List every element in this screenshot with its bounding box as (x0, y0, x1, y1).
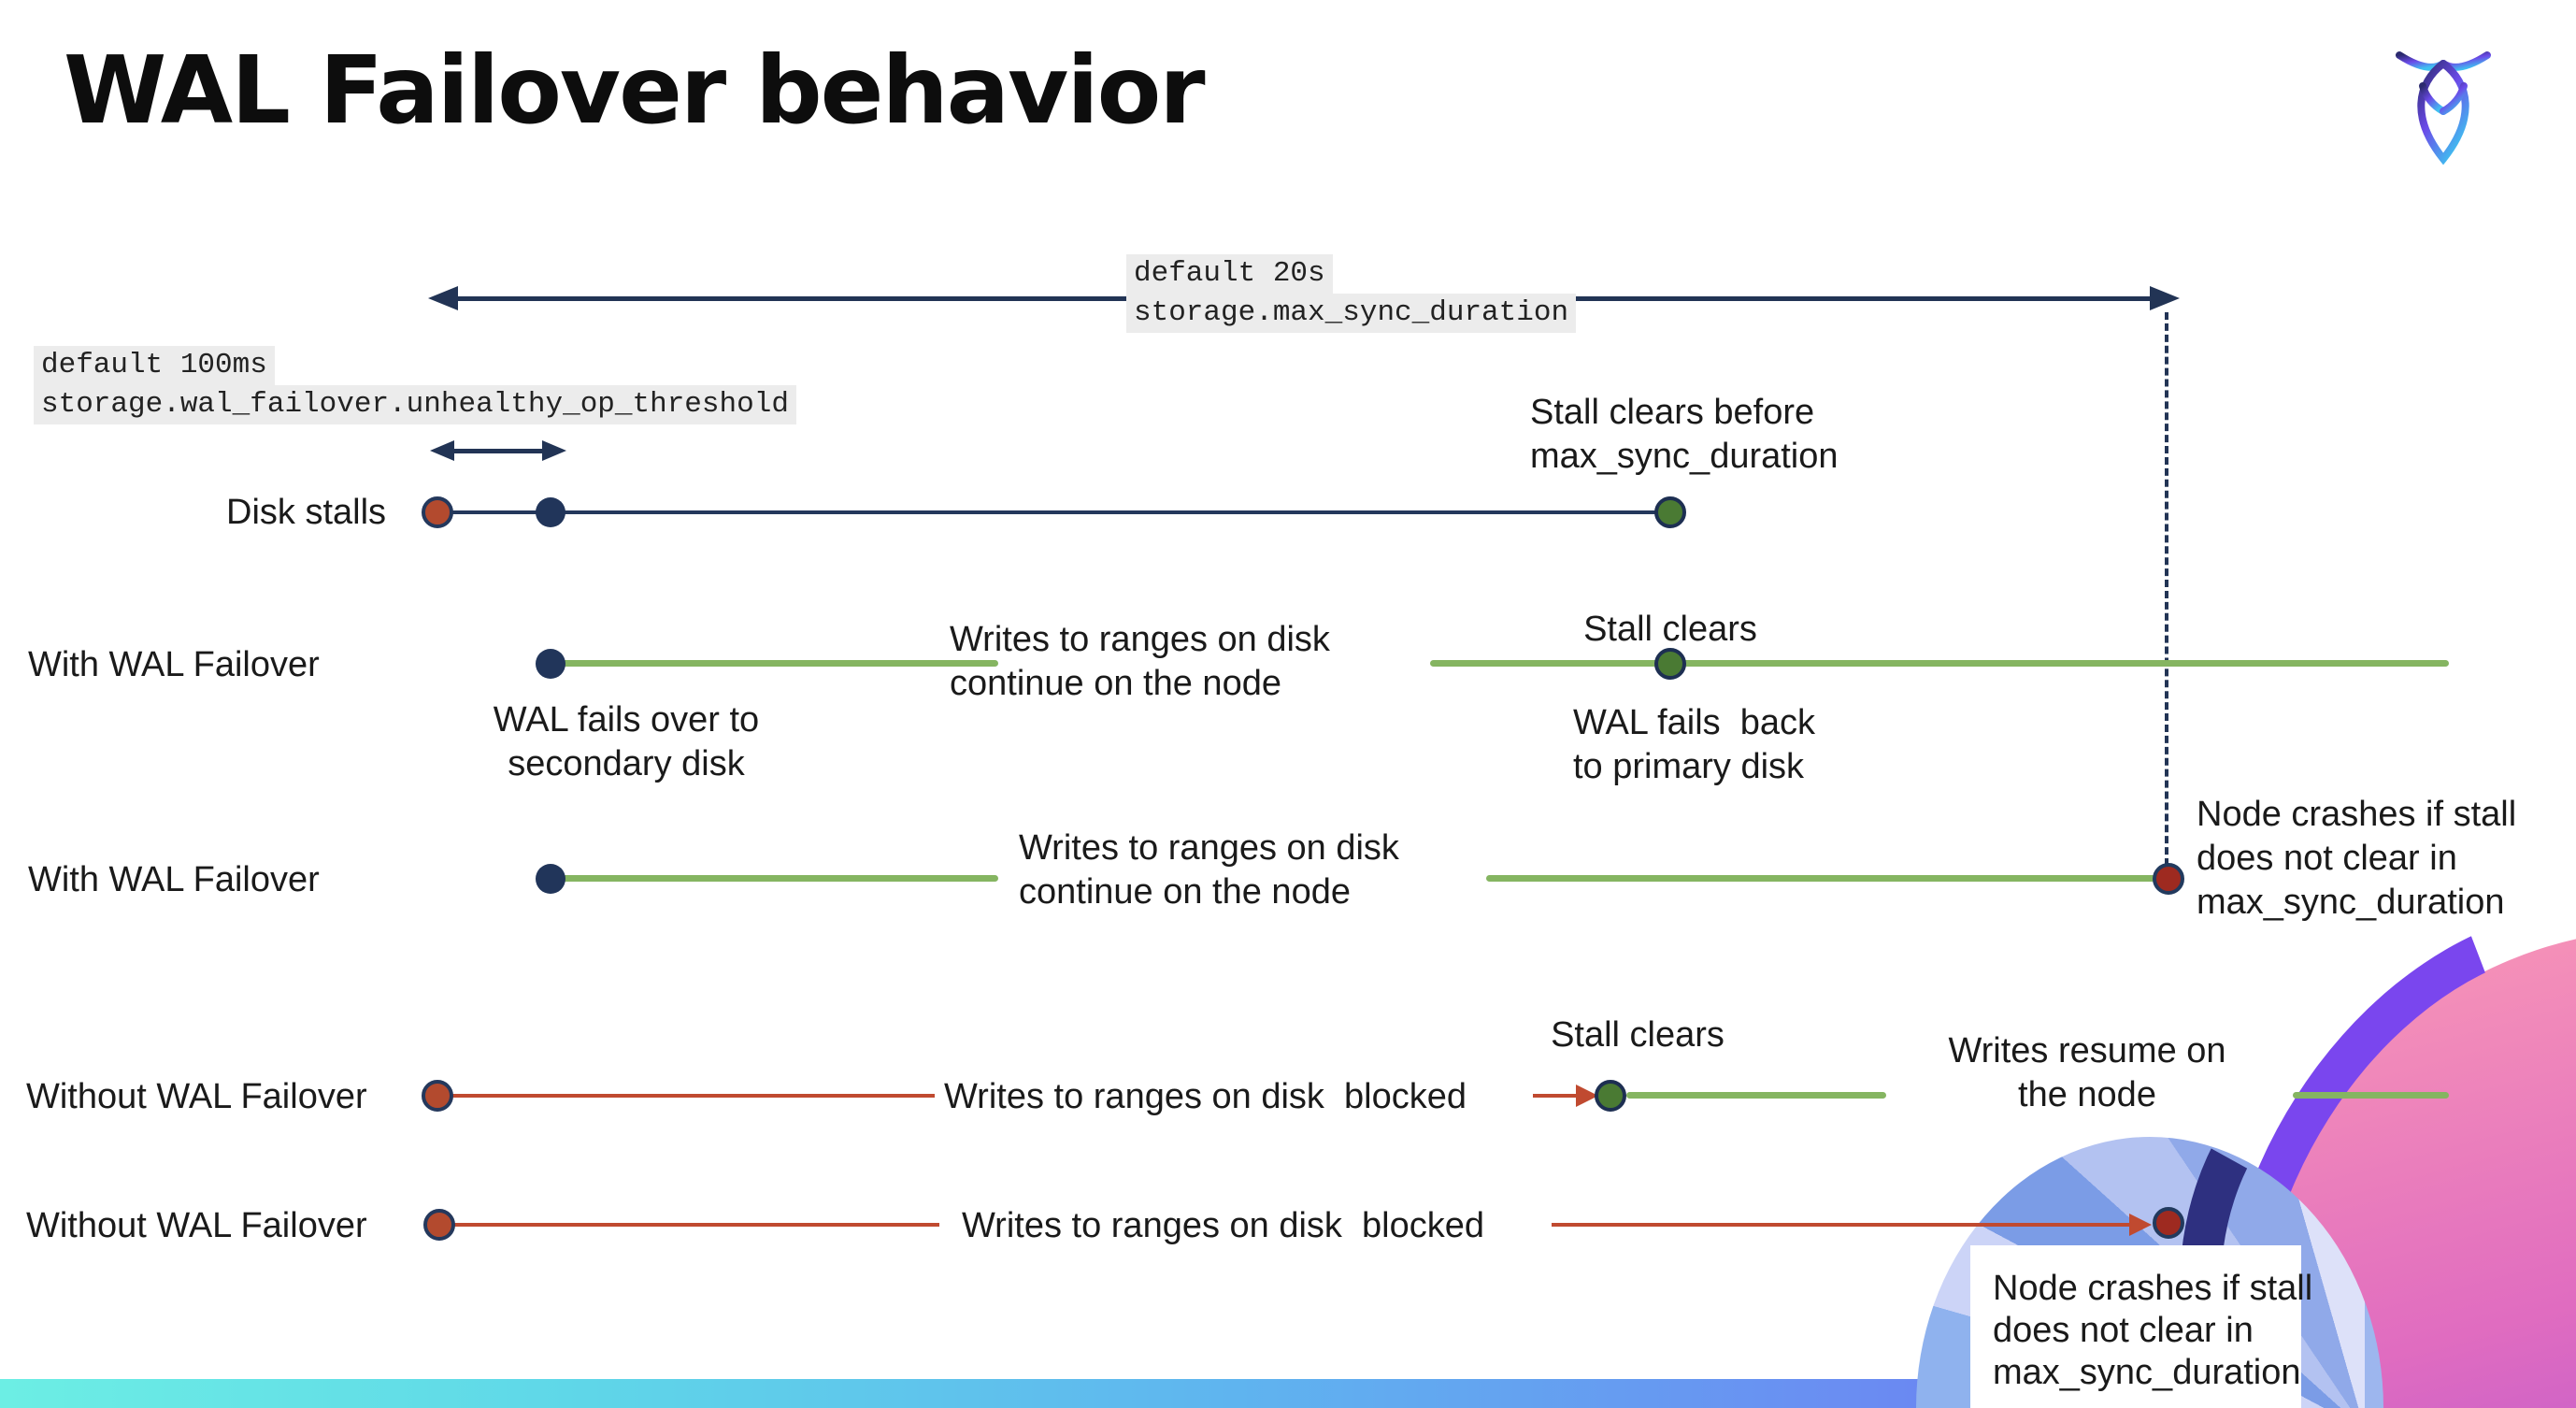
red-line-row4-b (1533, 1094, 1581, 1098)
unhealthy-default-label: default 100ms (34, 346, 275, 385)
arrowhead-right-icon (2150, 286, 2180, 310)
row5-blocked-note: Writes to ranges on disk blocked (962, 1206, 1485, 1245)
stall-clear-dot (1654, 496, 1686, 528)
row5-crash-note: Node crashes if stall does not clear in … (1993, 1269, 2313, 1392)
stall-start-dot-row4 (422, 1080, 453, 1112)
row3-writes-note: Writes to ranges on disk continue on the… (1019, 828, 1399, 912)
green-line-row4-a (1626, 1092, 1886, 1099)
max-sync-default-label: default 20s (1126, 254, 1333, 294)
crash-note-box (1970, 1245, 2301, 1408)
row4-resume-note: Writes resume on the node (1948, 1031, 2226, 1114)
max-sync-dashed-line (2165, 312, 2168, 866)
green-line-row4-b (2293, 1092, 2449, 1099)
row4-blocked-note: Writes to ranges on disk blocked (944, 1077, 1467, 1116)
row-label-with-wal-failover-2: With WAL Failover (28, 860, 320, 899)
stall-start-dot (422, 496, 453, 528)
green-line-row2-a (561, 660, 998, 667)
red-line-row5-a (454, 1223, 939, 1227)
red-line-row5-b (1552, 1223, 2135, 1227)
stall-start-dot-row5 (423, 1209, 455, 1241)
failover-dot (536, 649, 565, 679)
row-label-without-wal-failover-1: Without WAL Failover (26, 1077, 367, 1116)
node-crash-dot-row3 (2153, 863, 2184, 895)
row-label-without-wal-failover-2: Without WAL Failover (26, 1206, 367, 1245)
max-sync-setting-label: storage.max_sync_duration (1126, 294, 1577, 333)
cockroachdb-logo-icon (2396, 51, 2491, 165)
row4-stall-clears-note: Stall clears (1551, 1015, 1724, 1055)
arrowhead-left-icon (428, 286, 458, 310)
green-line-row2-b (1430, 660, 2449, 667)
row3-crash-note: Node crashes if stall does not clear in … (2197, 795, 2517, 922)
threshold-arrow-line (449, 449, 544, 453)
threshold-arrowhead-left-icon (430, 440, 454, 461)
timeline-row1 (437, 510, 1662, 514)
stall-clear-dot-row4 (1595, 1080, 1626, 1112)
page-title: WAL Failover behavior (64, 36, 1206, 145)
red-arrowhead-row5-icon (2129, 1214, 2152, 1236)
row2-failover-note: WAL fails over to secondary disk (493, 700, 760, 783)
failover-dot-2 (536, 864, 565, 894)
threshold-dot (536, 497, 565, 527)
row2-stall-clears-note: Stall clears (1583, 610, 1757, 649)
green-line-row3-a (561, 875, 998, 882)
unhealthy-setting-label: storage.wal_failover.unhealthy_op_thresh… (34, 385, 796, 424)
row1-stall-note: Stall clears before max_sync_duration (1530, 393, 1839, 476)
row-label-with-wal-failover-1: With WAL Failover (28, 645, 320, 684)
row2-failback-note: WAL fails back to primary disk (1573, 703, 1816, 786)
failback-dot (1654, 648, 1686, 680)
row2-writes-note: Writes to ranges on disk continue on the… (950, 620, 1330, 703)
red-line-row4-a (452, 1094, 935, 1098)
threshold-arrowhead-right-icon (542, 440, 566, 461)
node-crash-dot-row5 (2153, 1207, 2184, 1239)
green-line-row3-b (1486, 875, 2155, 882)
row-label-disk-stalls: Disk stalls (226, 493, 387, 532)
